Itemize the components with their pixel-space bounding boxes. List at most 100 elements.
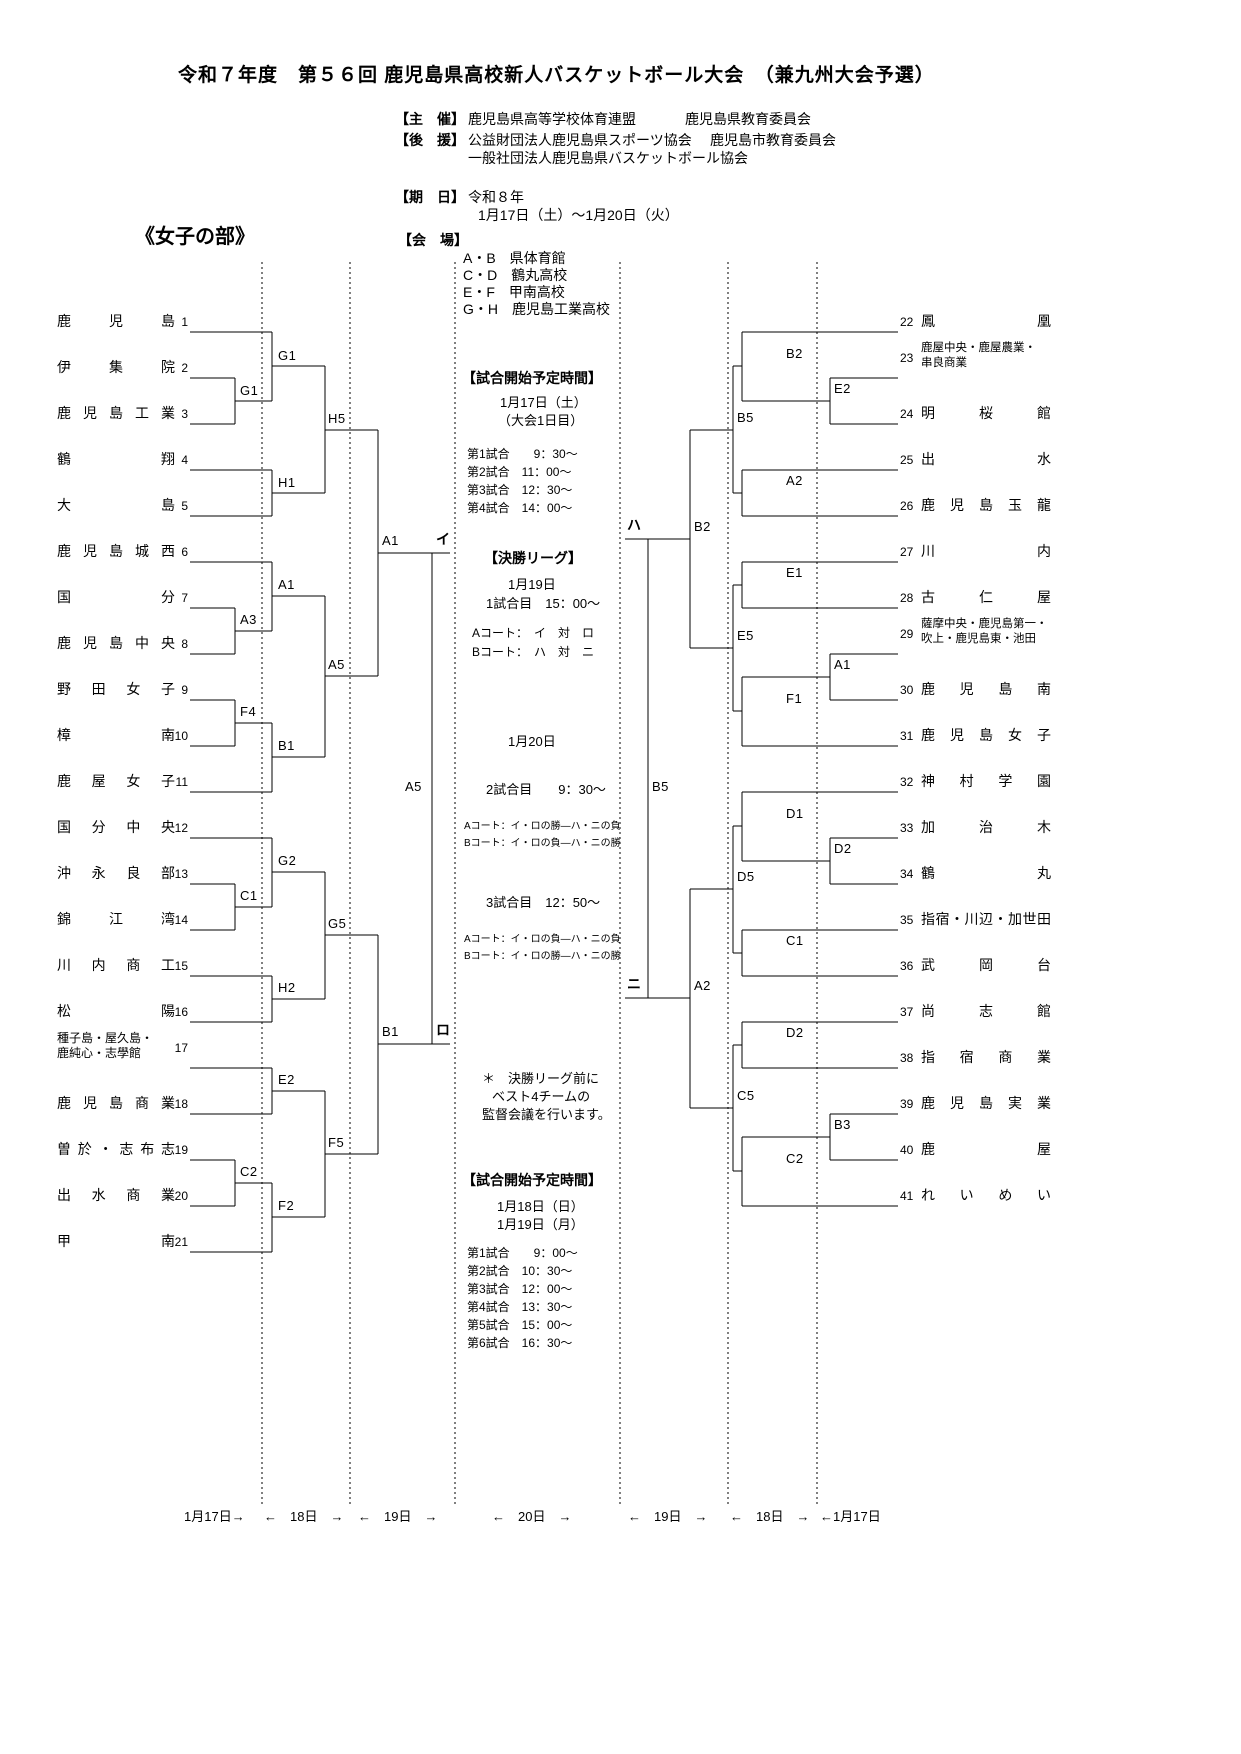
schedule-day23-game5: 第5試合 15：00～: [467, 1318, 573, 1332]
final-league-game3-court-a: Aコート：イ・ロの負―ハ・ニの負: [464, 934, 621, 945]
match-code-left-r2-h2: H2: [278, 980, 296, 995]
team-seed-29: 29: [900, 627, 914, 641]
match-code-right-r1-b3: B3: [834, 1117, 851, 1132]
match-code-left-r3-f5: F5: [328, 1135, 345, 1150]
day-range-left-19: ← 19日 →: [358, 1509, 438, 1524]
team-name-21: 甲南: [57, 1233, 175, 1249]
day-divider-dotted-lines: [261, 262, 818, 1506]
team-name-31: 鹿児島女子: [921, 727, 1051, 743]
schedule-day1-date: 1月17日（土）: [500, 395, 587, 410]
team-seed-24: 24: [900, 407, 914, 421]
team-seed-18: 18: [174, 1097, 188, 1111]
day-range-center-20: ← 20日 →: [492, 1509, 572, 1524]
team-seed-37: 37: [900, 1005, 914, 1019]
match-code-league-b5: B5: [652, 779, 669, 794]
final-league-game3-court-b: Bコート：イ・ロの勝―ハ・ニの勝: [464, 951, 621, 962]
team-seed-36: 36: [900, 959, 914, 973]
coach-meeting-note-2: ベスト4チームの: [492, 1089, 591, 1104]
match-code-league-a5: A5: [405, 779, 422, 794]
team-seed-22: 22: [900, 315, 914, 329]
match-code-left-r3-a5: A5: [328, 657, 345, 672]
day-range-left-18: ← 18日 →: [264, 1509, 344, 1524]
team-name-13: 沖永良部: [57, 865, 175, 881]
match-code-left-r2-g1: G1: [278, 348, 297, 363]
match-code-left-r1-a3: A3: [240, 612, 257, 627]
match-code-left-r2-e2: E2: [278, 1072, 295, 1087]
organizer-label: 【主 催】: [395, 111, 465, 127]
team-name-19: 曽於・志布志: [57, 1141, 175, 1157]
team-seed-2: 2: [181, 361, 188, 375]
schedule-day1-game4: 第4試合 14：00～: [467, 501, 573, 515]
finalist-label-ha: ハ: [627, 517, 641, 533]
bracket-solid-lines: [190, 331, 898, 1253]
match-code-right-r3-e5: E5: [737, 628, 754, 643]
team-name-30: 鹿児島南: [921, 681, 1051, 697]
team-seed-17: 17: [174, 1041, 188, 1055]
team-name-40: 鹿屋: [921, 1141, 1051, 1157]
team-seed-35: 35: [900, 913, 914, 927]
team-name-12: 国分中央: [57, 819, 175, 835]
team-name-33: 加治木: [921, 819, 1051, 835]
team-seed-39: 39: [900, 1097, 914, 1111]
team-name-39: 鹿児島実業: [921, 1095, 1051, 1111]
team-seed-13: 13: [174, 867, 188, 881]
team-name-4: 鶴翔: [57, 451, 175, 467]
team-name-8: 鹿児島中央: [57, 635, 175, 651]
team-seed-4: 4: [181, 453, 188, 467]
match-code-left-r2-f2: F2: [278, 1198, 295, 1213]
schedule-day23-game3: 第3試合 12：00～: [467, 1282, 573, 1296]
match-code-left-r4-b1: B1: [382, 1024, 399, 1039]
match-code-right-r2-d1: D1: [786, 806, 804, 821]
team-name-26: 鹿児島玉龍: [921, 497, 1051, 513]
team-name-37: 尚志館: [921, 1003, 1051, 1019]
schedule-day1-game2: 第2試合 11：00～: [467, 465, 572, 479]
team-name-36: 武岡台: [921, 957, 1051, 973]
team-name-3: 鹿児島工業: [57, 405, 175, 421]
match-code-right-r4-b2: B2: [694, 519, 711, 534]
final-league-day1-date: 1月19日: [508, 577, 556, 592]
match-code-right-r3-c5: C5: [737, 1088, 755, 1103]
match-code-right-r2-e1: E1: [786, 565, 803, 580]
final-league-day2-date: 1月20日: [508, 734, 556, 749]
team-name-14: 錦江湾: [57, 911, 175, 927]
team-seed-40: 40: [900, 1143, 914, 1157]
date-range: 1月17日（土）～1月20日（火）: [478, 207, 679, 223]
match-code-left-r4-a1: A1: [382, 533, 399, 548]
venue-cd: C・D 鶴丸高校: [463, 267, 568, 283]
match-code-right-r1-d2: D2: [834, 841, 852, 856]
support-3: 一般社団法人鹿児島県バスケットボール協会: [468, 150, 748, 166]
team-seed-11: 11: [175, 775, 188, 789]
team-seed-28: 28: [900, 591, 914, 605]
schedule-day23-game1: 第1試合 9：00～: [467, 1246, 578, 1260]
match-code-right-r3-b5: B5: [737, 410, 754, 425]
team-name-29: 薩摩中央・鹿児島第一・ 吹上・鹿児島東・池田: [921, 618, 1048, 645]
team-name-38: 指宿商業: [921, 1049, 1051, 1065]
team-name-9: 野田女子: [57, 681, 175, 697]
match-code-left-r2-b1: B1: [278, 738, 295, 753]
final-league-heading: 【決勝リーグ】: [484, 550, 582, 566]
team-seed-15: 15: [174, 959, 188, 973]
team-name-34: 鶴丸: [921, 865, 1051, 881]
team-seed-3: 3: [181, 407, 188, 421]
team-seed-41: 41: [900, 1189, 914, 1203]
match-code-right-r2-a2: A2: [786, 473, 803, 488]
team-seed-23: 23: [900, 351, 914, 365]
match-code-left-r3-g5: G5: [328, 916, 347, 931]
team-seed-1: 1: [181, 315, 188, 329]
match-code-left-r2-a1: A1: [278, 577, 295, 592]
final-league-game2: 2試合目 9：30～: [486, 782, 606, 797]
team-name-32: 神村学園: [921, 773, 1051, 789]
team-name-2: 伊集院: [57, 359, 175, 375]
final-league-game1-court-b: Bコート： ハ 対 ニ: [472, 645, 595, 659]
match-code-left-r1-c1: C1: [240, 888, 258, 903]
team-name-18: 鹿児島商業: [57, 1095, 175, 1111]
team-seed-12: 12: [174, 821, 188, 835]
organizer-2: 鹿児島県教育委員会: [685, 111, 811, 127]
venue-ab: A・B 県体育館: [463, 250, 566, 266]
team-name-41: れいめい: [921, 1187, 1051, 1203]
team-name-7: 国分: [57, 589, 175, 605]
team-name-20: 出水商業: [57, 1187, 175, 1203]
venue-label: 【会 場】: [398, 232, 468, 248]
team-seed-38: 38: [900, 1051, 914, 1065]
